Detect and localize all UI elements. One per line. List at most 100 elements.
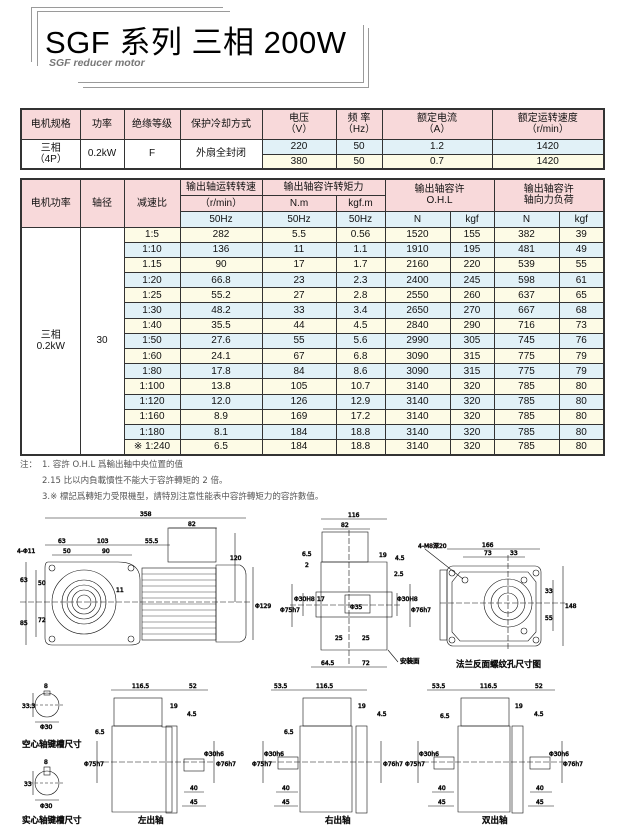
value-cell: 785 bbox=[493, 393, 560, 410]
dim-label: 82 bbox=[188, 521, 196, 528]
dim-label: 55 bbox=[545, 615, 553, 622]
value-cell: 18.8 bbox=[335, 439, 386, 456]
ratio-cell: 1:10 bbox=[123, 241, 181, 258]
dim-label: 53.5 bbox=[432, 683, 446, 690]
value-cell: 539 bbox=[493, 256, 560, 274]
value-cell: 716 bbox=[493, 317, 560, 334]
dim-label: 64.5 bbox=[321, 660, 335, 667]
voltage-cell: 220 bbox=[261, 138, 337, 155]
dim-label: 85 bbox=[20, 620, 28, 627]
dim-label: Φ30H8 bbox=[397, 596, 418, 603]
notes-lead: 注： bbox=[20, 460, 38, 470]
left-output-caption: 左出轴 bbox=[138, 815, 164, 826]
motor-power-line: 三相 bbox=[40, 329, 61, 341]
dim-label: 25 bbox=[335, 635, 343, 642]
subheader: N bbox=[493, 210, 560, 228]
dim-label: 2.5 bbox=[394, 571, 404, 578]
dim-label: Φ35 bbox=[350, 604, 363, 611]
keyslot-drawings: 8 33.3 Φ30 空心轴键槽尺寸 8 33 Φ30 实心轴键槽尺寸 bbox=[22, 683, 83, 827]
current-cell: 1.2 bbox=[381, 138, 493, 155]
speed-cell: 1420 bbox=[491, 153, 605, 170]
header-ohl-line: O.H.L bbox=[426, 195, 453, 207]
value-cell: 2400 bbox=[384, 272, 451, 289]
dim-label: Φ30 bbox=[40, 724, 53, 731]
header-axial-line: 轴向力负荷 bbox=[523, 195, 574, 207]
dim-label: Φ75h7 bbox=[280, 607, 300, 614]
value-cell: 80 bbox=[558, 423, 605, 441]
dim-label: 45 bbox=[190, 799, 198, 806]
left-output-drawing: 116.5 52 19 4.5 6.5 Φ75h7 Φ30h6 Φ76h7 40… bbox=[84, 683, 237, 827]
value-cell: 2550 bbox=[384, 287, 451, 304]
dim-label: 4.5 bbox=[377, 711, 387, 718]
dim-label: 55.5 bbox=[145, 538, 159, 545]
dim-label: 4-Φ11 bbox=[17, 548, 36, 555]
header-speed: 额定运转速度（r/min） bbox=[491, 108, 605, 140]
header-ohl-line: 输出轴容许 bbox=[414, 184, 465, 196]
dim-label: 73 bbox=[484, 550, 492, 557]
dim-label: 40 bbox=[282, 785, 290, 792]
subheader: kgf bbox=[449, 210, 495, 228]
value-cell: 5.5 bbox=[261, 226, 337, 243]
dim-label: Φ75h7 bbox=[84, 761, 104, 768]
dim-label: 72 bbox=[362, 660, 370, 667]
right-output-caption: 右出轴 bbox=[325, 815, 351, 826]
dim-label: 63 bbox=[20, 577, 28, 584]
page-title: SGF 系列 三相 200W bbox=[45, 25, 347, 60]
value-cell: 61 bbox=[558, 272, 605, 289]
dim-label: 40 bbox=[190, 785, 198, 792]
value-cell: 136 bbox=[179, 241, 263, 258]
flange-view-drawing: 166 4-M8深20 73 33 33 55 148 法兰反面螺纹孔尺寸图 bbox=[418, 542, 577, 671]
speed-cell: 1420 bbox=[491, 138, 605, 155]
dim-label: 33.3 bbox=[22, 703, 36, 710]
header-ratio: 减速比 bbox=[123, 178, 181, 228]
dim-label: 45 bbox=[438, 799, 446, 806]
dim-label: 72 bbox=[38, 617, 46, 624]
value-cell: 13.8 bbox=[179, 378, 263, 395]
header-shaft-diameter: 轴径 bbox=[79, 178, 125, 228]
header-torque-nm: N.m bbox=[261, 194, 337, 212]
title-frame-line bbox=[37, 11, 38, 66]
header-axial-line: 输出轴容许 bbox=[523, 184, 574, 196]
spec-line: 三相 bbox=[40, 142, 61, 154]
value-cell: 3140 bbox=[384, 439, 451, 456]
value-cell: 785 bbox=[493, 439, 560, 456]
solid-shaft-caption: 实心轴键槽尺寸 bbox=[22, 815, 82, 826]
ratio-cell: 1:120 bbox=[123, 393, 181, 410]
value-cell: 184 bbox=[261, 423, 337, 441]
dim-label: 103 bbox=[97, 538, 109, 545]
header-insulation: 绝缘等级 bbox=[123, 108, 181, 140]
shaft-diameter-cell: 30 bbox=[79, 226, 125, 456]
dim-label: Φ129 bbox=[255, 603, 271, 610]
value-cell: 382 bbox=[493, 226, 560, 243]
dim-label: 6.5 bbox=[440, 713, 450, 720]
dim-label: Φ76h7 bbox=[411, 607, 431, 614]
motor-power-line: 0.2kW bbox=[36, 340, 65, 352]
value-cell: 76 bbox=[558, 332, 605, 350]
value-cell: 55 bbox=[261, 332, 337, 350]
value-cell: 785 bbox=[493, 423, 560, 441]
dim-label: 11 bbox=[116, 587, 124, 594]
dim-label: 6.5 bbox=[284, 729, 294, 736]
dim-label: 116.5 bbox=[480, 683, 497, 690]
dim-label: 33 bbox=[24, 781, 32, 788]
header-frequency-label: 频 率 bbox=[347, 113, 371, 125]
dim-label: 4-M8深20 bbox=[418, 542, 447, 550]
dim-label: 6.5 bbox=[302, 551, 312, 558]
dim-label: 52 bbox=[189, 683, 197, 690]
dim-label: 116.5 bbox=[316, 683, 333, 690]
ratio-cell: 1:60 bbox=[123, 347, 181, 365]
value-cell: 3140 bbox=[384, 378, 451, 395]
notes: 注： 1. 容許 O.H.L 爲輸出軸中央位置的值 2.15 比以内負載慣性不能… bbox=[20, 457, 323, 505]
value-cell: 126 bbox=[261, 393, 337, 410]
frequency-cell: 50 bbox=[335, 153, 383, 170]
header-voltage: 电压（V） bbox=[261, 108, 337, 140]
hollow-shaft-caption: 空心轴键槽尺寸 bbox=[22, 739, 82, 750]
spec-line: （4P） bbox=[34, 153, 67, 165]
value-cell: 785 bbox=[493, 408, 560, 425]
value-cell: 6.5 bbox=[179, 439, 263, 456]
value-cell: 184 bbox=[261, 439, 337, 456]
